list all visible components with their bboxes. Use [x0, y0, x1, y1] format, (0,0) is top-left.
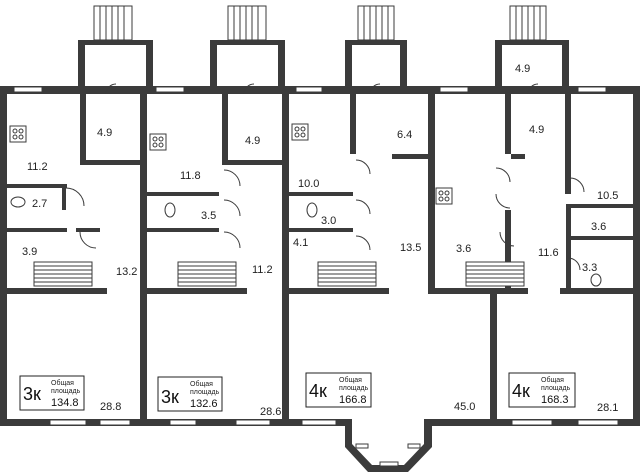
vestibule-2 — [210, 5, 285, 95]
room-area: 13.5 — [400, 242, 421, 254]
room-area: 28.6 — [260, 406, 281, 418]
room-area: 10.5 — [597, 190, 618, 202]
room-area: 11.2 — [27, 161, 48, 173]
room-area: 4.9 — [97, 127, 112, 139]
badge-caption: Общая — [541, 376, 564, 384]
room-area: 2.7 — [32, 198, 47, 210]
wall-h-3 — [289, 288, 389, 294]
badge-caption: Общая — [51, 379, 74, 387]
room-area: 11.2 — [252, 264, 273, 276]
room-area: 11.6 — [538, 247, 559, 259]
apartment-3-interior — [289, 94, 428, 287]
bay-window — [345, 419, 432, 472]
badge-caption: Общая — [339, 376, 362, 384]
badge-total: 134.8 — [51, 397, 79, 409]
apartment-badge-4: 4к Общая площадь 168.3 — [508, 372, 576, 408]
outer-wall-right — [633, 86, 640, 426]
badge-rooms: 3к — [161, 387, 179, 407]
vestibule-3 — [345, 5, 407, 95]
badge-rooms: 4к — [512, 381, 530, 401]
room-area: 6.4 — [397, 129, 412, 141]
apartment-4-interior — [435, 94, 633, 288]
apartment-badge-1: 3к Общая площадь 134.8 — [19, 375, 85, 411]
apartment-badge-2: 3к Общая площадь 132.6 — [157, 376, 223, 412]
room-area: 4.9 — [529, 124, 544, 136]
apartment-badge-3: 4к Общая площадь 166.8 — [305, 372, 372, 408]
outer-wall-left — [0, 86, 7, 426]
badge-caption: площадь — [339, 385, 369, 392]
party-wall-1 — [140, 94, 147, 419]
wall-h-4b — [560, 288, 633, 294]
badge-total: 166.8 — [339, 394, 367, 406]
room-area-labels: 4.9 11.2 2.7 3.9 13.2 28.8 4.9 11.8 3.5 … — [22, 63, 618, 418]
room-area: 4.9 — [245, 135, 260, 147]
party-wall-3b — [490, 290, 497, 419]
room-area: 28.8 — [100, 401, 121, 413]
badge-caption: площадь — [51, 388, 81, 395]
room-area: 4.9 — [515, 63, 530, 75]
badge-rooms: 3к — [23, 384, 41, 404]
room-area: 3.6 — [591, 221, 606, 233]
badge-caption: Общая — [190, 380, 213, 388]
room-area: 28.1 — [597, 402, 618, 414]
badge-rooms: 4к — [309, 381, 327, 401]
room-area: 3.9 — [22, 246, 37, 258]
wall-h-2 — [147, 288, 247, 294]
badge-total: 132.6 — [190, 398, 218, 410]
vestibule-1 — [78, 5, 153, 95]
wall-h-4 — [428, 288, 528, 294]
room-area: 4.1 — [293, 237, 308, 249]
vestibule-4 — [495, 5, 569, 95]
room-area: 3.6 — [456, 243, 471, 255]
party-wall-2 — [282, 94, 289, 419]
bottom-windows — [49, 419, 619, 426]
apartment-2-interior — [147, 94, 282, 287]
badge-caption: площадь — [190, 389, 220, 396]
badge-caption: площадь — [541, 385, 571, 392]
badge-total: 168.3 — [541, 394, 569, 406]
room-area: 45.0 — [454, 401, 475, 413]
top-windows — [13, 86, 607, 93]
room-area: 13.2 — [116, 266, 137, 278]
room-area: 11.8 — [180, 170, 201, 182]
room-area: 3.3 — [582, 262, 597, 274]
party-wall-3 — [428, 94, 435, 290]
wall-h-1 — [7, 288, 107, 294]
room-area: 10.0 — [298, 178, 319, 190]
room-area: 3.0 — [321, 215, 336, 227]
room-area: 3.5 — [201, 210, 216, 222]
apartment-1-interior — [7, 94, 140, 287]
